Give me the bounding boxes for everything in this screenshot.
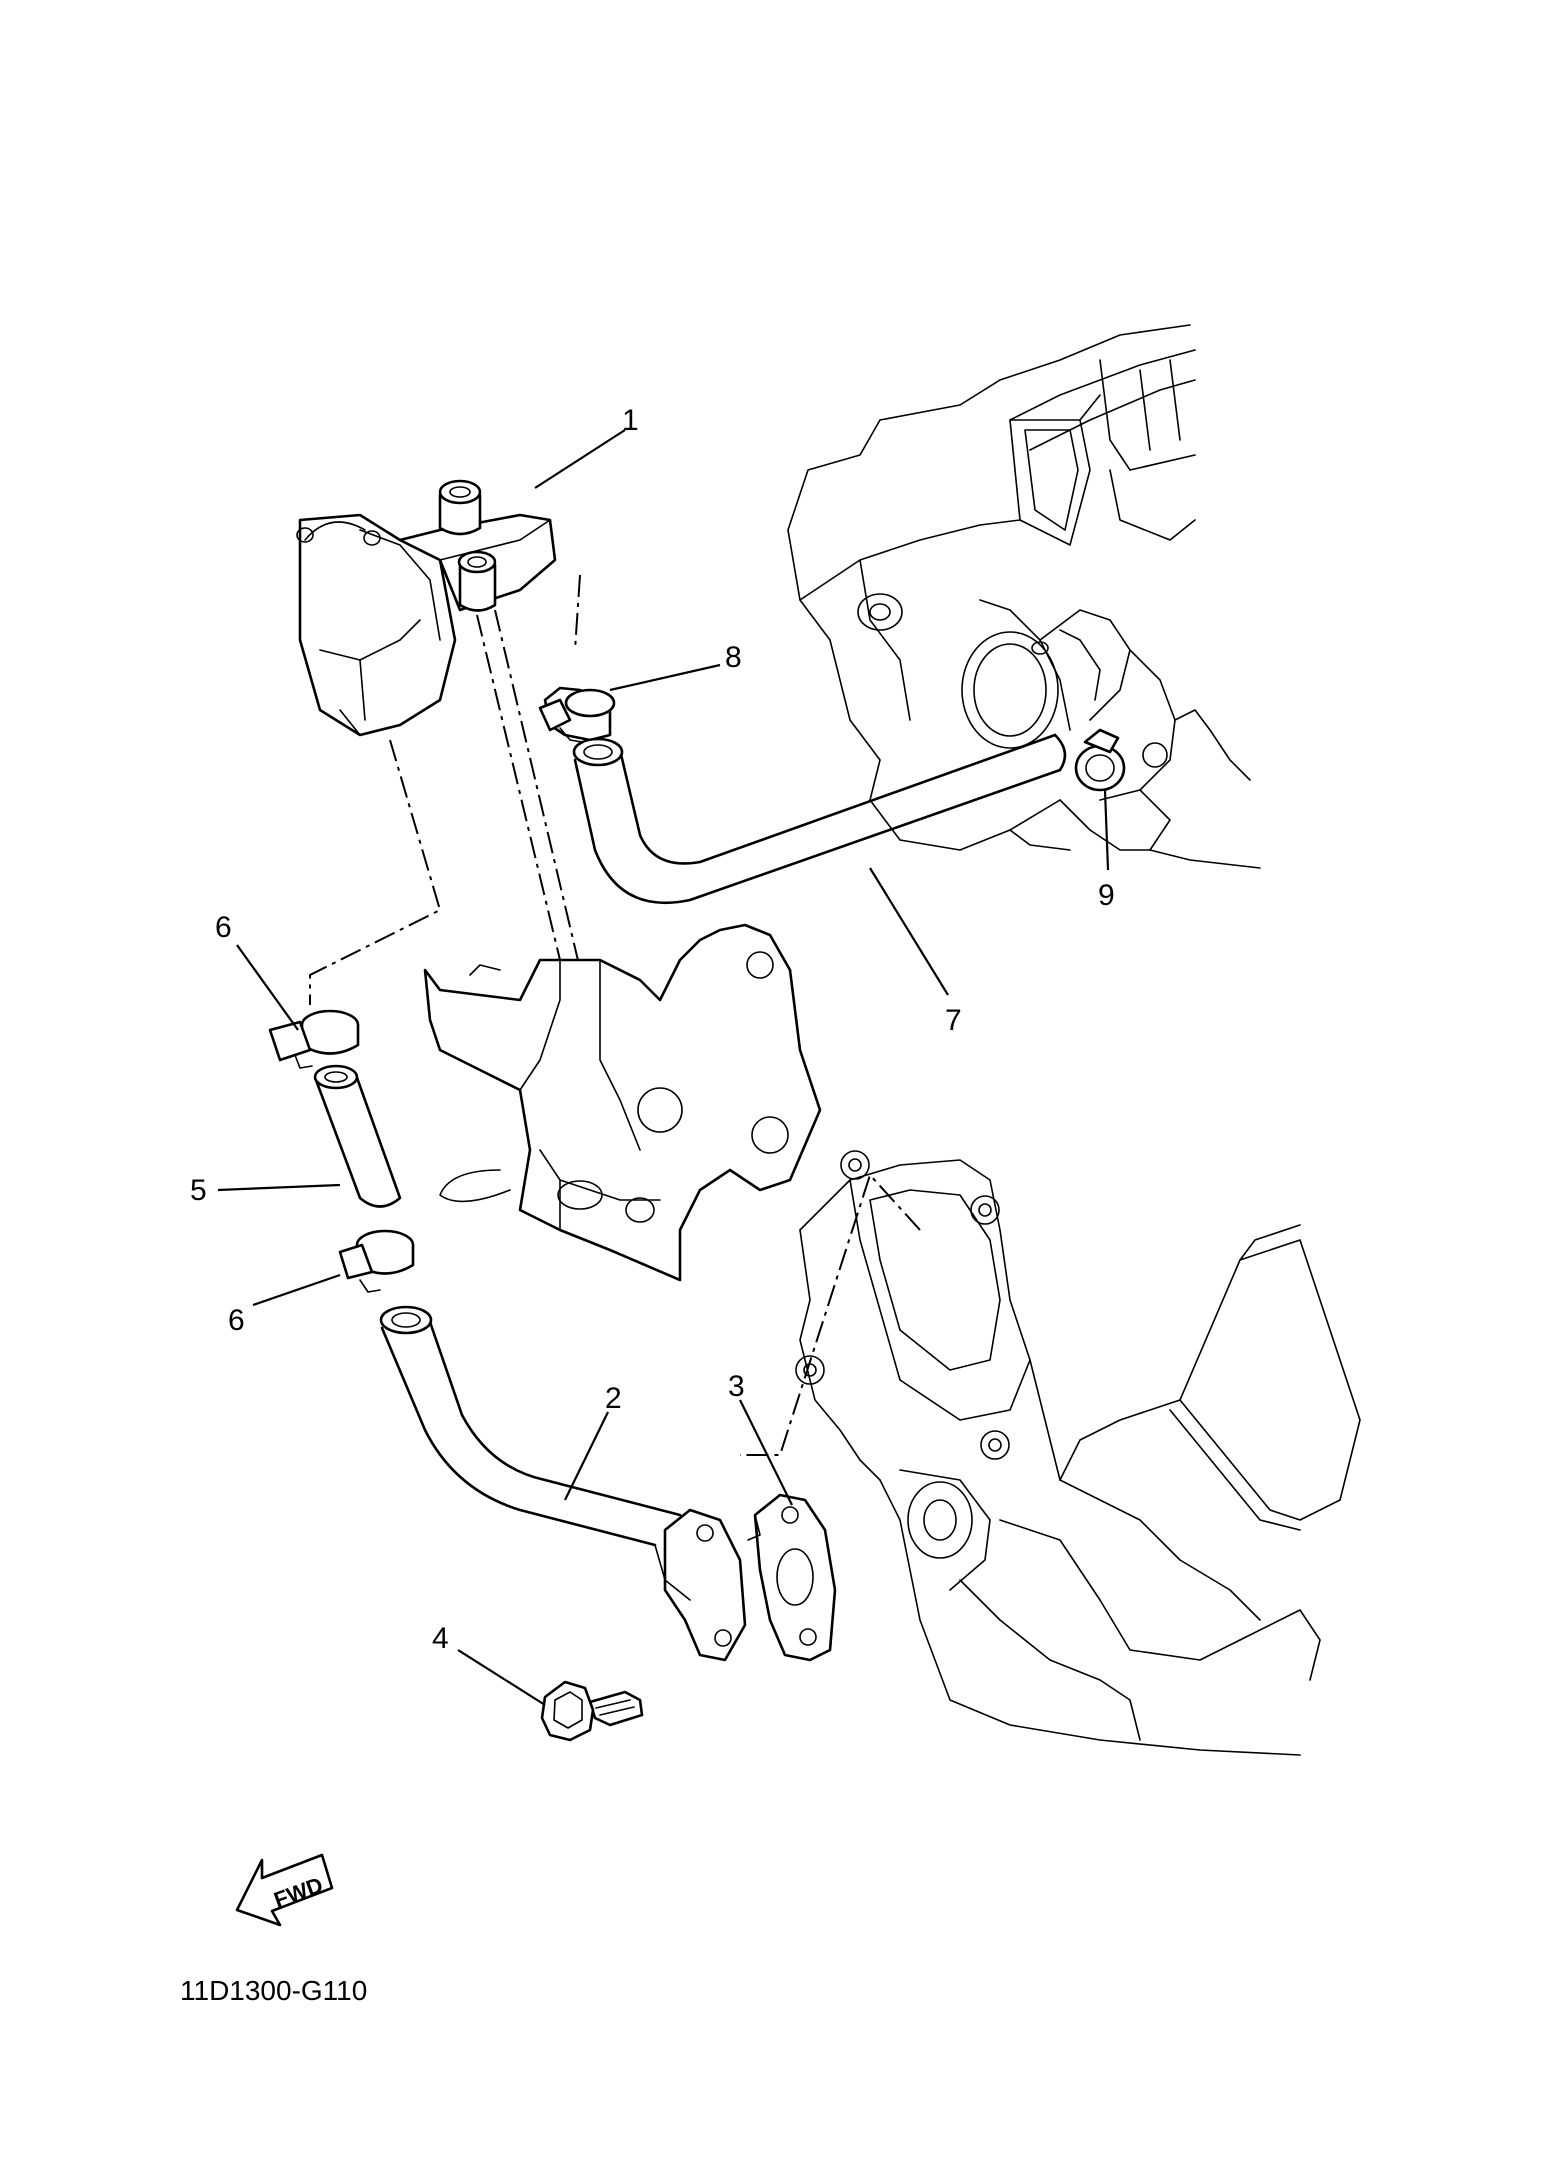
leader-lines xyxy=(217,429,1110,1706)
callout-9: 9 xyxy=(1098,879,1115,912)
hose-7 xyxy=(572,733,1067,905)
hose-clamp-6-upper xyxy=(268,1009,360,1069)
callout-3: 3 xyxy=(728,1370,745,1403)
callout-5: 5 xyxy=(190,1174,207,1207)
drawing-code: 11D1300-G110 xyxy=(180,1975,367,2006)
callout-7: 7 xyxy=(945,1004,962,1037)
forward-direction-arrow: FWD xyxy=(235,1853,334,1927)
cylinder-head-outline xyxy=(795,1150,1361,1756)
gasket-3 xyxy=(747,1493,837,1662)
callout-numbers: 1 8 9 7 6 5 6 2 3 4 xyxy=(190,404,1115,1655)
mounting-bracket xyxy=(423,923,822,1282)
hose-clamp-6-lower xyxy=(338,1229,415,1293)
air-cutoff-valve xyxy=(296,479,557,737)
air-induction-pipe-2 xyxy=(379,1305,747,1662)
callout-6-upper: 6 xyxy=(215,911,232,944)
hose-clamp-8 xyxy=(538,686,616,743)
assembly-lines xyxy=(309,574,921,1456)
bolt-4 xyxy=(540,1680,644,1742)
callout-1: 1 xyxy=(622,404,639,437)
callout-4: 4 xyxy=(432,1622,449,1655)
hose-5 xyxy=(313,1064,402,1208)
throttle-body-engine-outline xyxy=(787,324,1261,869)
callout-6-lower: 6 xyxy=(228,1304,245,1337)
callout-8: 8 xyxy=(725,641,742,674)
callout-2: 2 xyxy=(605,1382,622,1415)
hose-clamp-9 xyxy=(1074,728,1126,792)
